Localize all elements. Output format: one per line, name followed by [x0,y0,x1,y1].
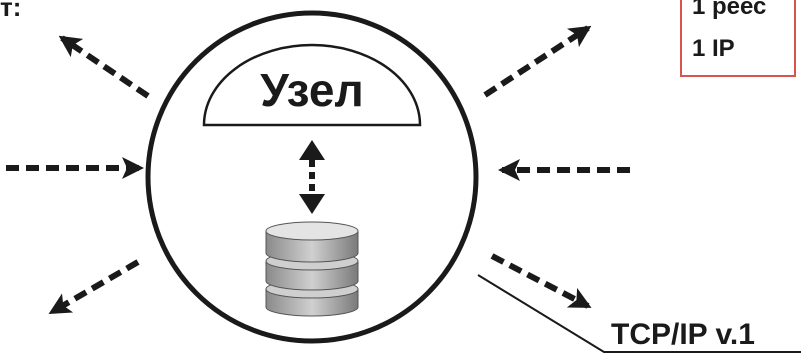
protocol-label: TCP/IP v.1 [611,318,755,351]
info-box-border [680,0,796,77]
arrow-out-upper-left [58,35,150,99]
protocol-callout-line [477,274,801,353]
database-icon [265,221,359,317]
top-left-text: т: [0,0,21,22]
info-box: 1 реес 1 IP [680,0,796,77]
node-dome [202,43,422,127]
arrow-out-lower-right [490,253,592,309]
node-label: Узел [260,64,363,116]
arrow-out-lower-left [48,259,140,315]
info-box-line2: 1 IP [692,35,735,62]
info-box-line1: 1 реес [692,0,766,20]
arrow-out-upper-right [483,25,592,98]
double-arrow-icon [299,140,325,214]
